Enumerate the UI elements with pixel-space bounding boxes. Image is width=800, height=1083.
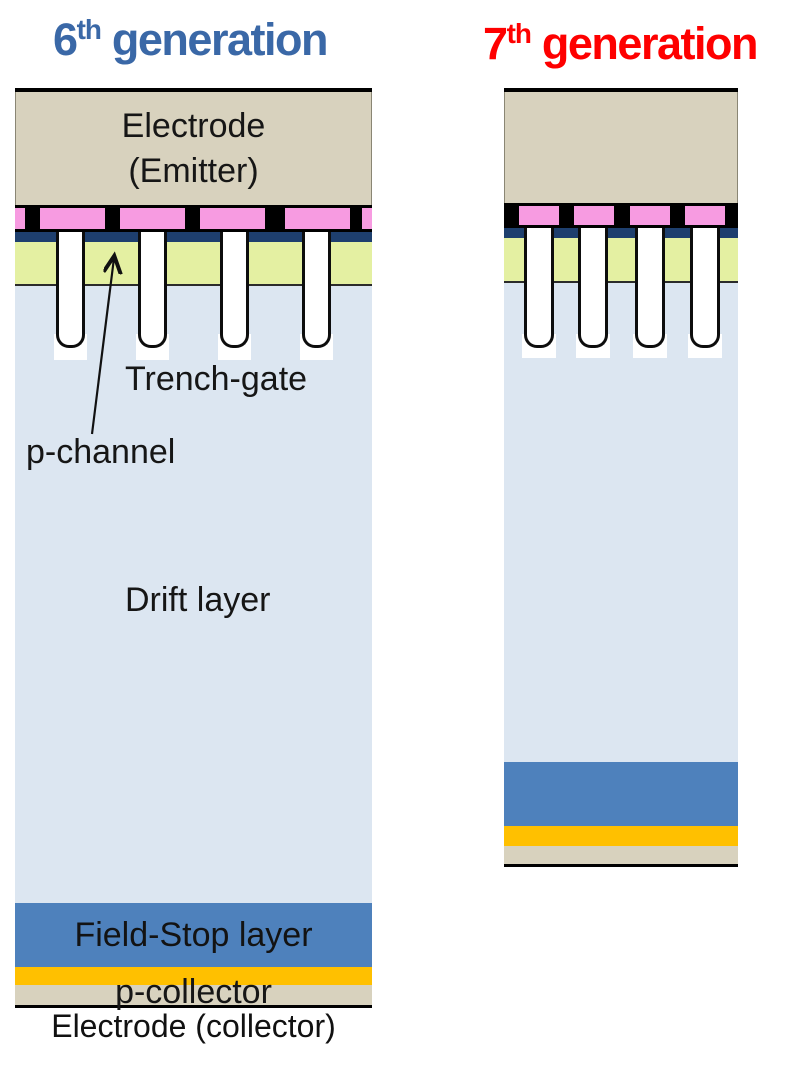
emitter-contact-pink: [15, 208, 25, 229]
electrode-collector-label: Electrode (collector): [51, 1008, 336, 1044]
emitter-contact-pink: [574, 206, 614, 225]
emitter-contact-pink: [120, 208, 185, 229]
drift-layer: [15, 286, 372, 903]
bottom-border-bar: [15, 1005, 372, 1008]
p-collector-label: p-collector: [115, 973, 272, 1011]
title-7-superscript: th: [506, 18, 532, 49]
trench-gate-shape: [302, 232, 331, 348]
title-6-superscript: th: [76, 14, 102, 45]
emitter-contact-pink: [630, 206, 670, 225]
p-channel-arrow-icon: [90, 246, 130, 435]
emitter-contact-pink: [519, 206, 559, 225]
trench-gate-shape: [690, 228, 720, 348]
emitter-contact-pink: [362, 208, 372, 229]
electrode-emitter-label-line1: Electrode: [121, 106, 266, 145]
top-border-bar: [504, 88, 738, 92]
title-7-rest: generation: [530, 18, 759, 69]
trench-gate-shape: [56, 232, 85, 348]
bottom-border-bar: [504, 864, 738, 867]
emitter-contact-pink: [685, 206, 725, 225]
trench-gate-shape: [524, 228, 554, 348]
title-7th-generation: 7th generation: [483, 18, 759, 70]
title-6-number: 6: [53, 14, 78, 65]
trench-gate-shape: [220, 232, 249, 348]
n-emitter-layer: [504, 228, 738, 238]
field-stop-label: Field-Stop layer: [74, 915, 313, 954]
title-6-rest: generation: [100, 14, 329, 65]
emitter-contact-pink: [200, 208, 265, 229]
trench-gate-shape: [138, 232, 167, 348]
trench-gate-shape: [578, 228, 608, 348]
diagram-7th-gen: [504, 88, 738, 868]
collector-electrode-layer: [15, 985, 372, 1005]
p-collector-layer: [504, 826, 738, 846]
p-collector-layer: [15, 967, 372, 985]
electrode-emitter-label-line2: (Emitter): [128, 151, 259, 190]
trench-gate-label: Trench-gate: [125, 360, 308, 398]
trench-gate-shape: [635, 228, 665, 348]
collector-electrode-layer: [504, 846, 738, 864]
title-6th-generation: 6th generation: [53, 14, 329, 66]
top-border-bar: [15, 88, 372, 92]
diagram-6th-gen: Electrode (Emitter): [15, 88, 372, 1011]
title-7-number: 7: [483, 18, 508, 69]
field-stop-layer: Field-Stop layer: [15, 903, 372, 967]
emitter-contact-pink: [40, 208, 105, 229]
contact-layer: [15, 205, 372, 232]
drift-layer: [504, 283, 738, 762]
drift-layer-label: Drift layer: [125, 581, 271, 619]
p-channel-label: p-channel: [26, 433, 176, 471]
emitter-electrode-layer: [504, 92, 738, 203]
electrode-emitter-label: Electrode (Emitter): [122, 104, 266, 194]
contact-layer: [504, 203, 738, 228]
n-emitter-layer: [15, 232, 372, 242]
emitter-electrode-layer: Electrode (Emitter): [15, 92, 372, 205]
emitter-contact-pink: [285, 208, 350, 229]
field-stop-layer: [504, 762, 738, 826]
